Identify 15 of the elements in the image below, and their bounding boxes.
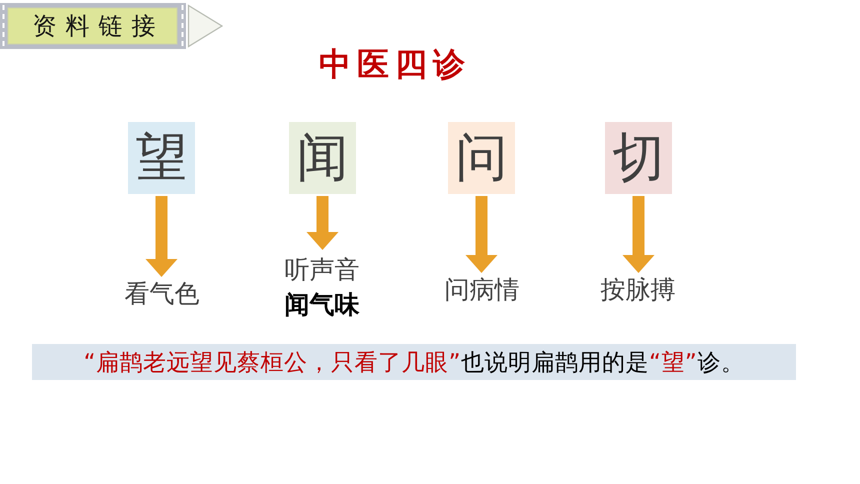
result-text: 闻气味 — [284, 289, 360, 321]
arrow — [306, 196, 338, 250]
result-text: 按脉搏 — [600, 275, 676, 305]
character-box: 望 — [128, 122, 195, 194]
note-band: “扁鹊老远望见蔡桓公，只看了几眼”也说明扁鹊用的是“望”诊。 — [32, 344, 796, 380]
character-box: 问 — [448, 122, 515, 194]
result-text: 听声音 — [284, 254, 360, 286]
result-text: 问病情 — [444, 275, 520, 305]
character-box: 闻 — [289, 122, 356, 194]
arrow — [466, 196, 498, 273]
arrow — [622, 196, 654, 273]
arrow — [146, 196, 178, 277]
title: 中医四诊 — [319, 44, 471, 84]
character-box: 切 — [605, 122, 672, 194]
result-text: 看气色 — [124, 279, 200, 309]
